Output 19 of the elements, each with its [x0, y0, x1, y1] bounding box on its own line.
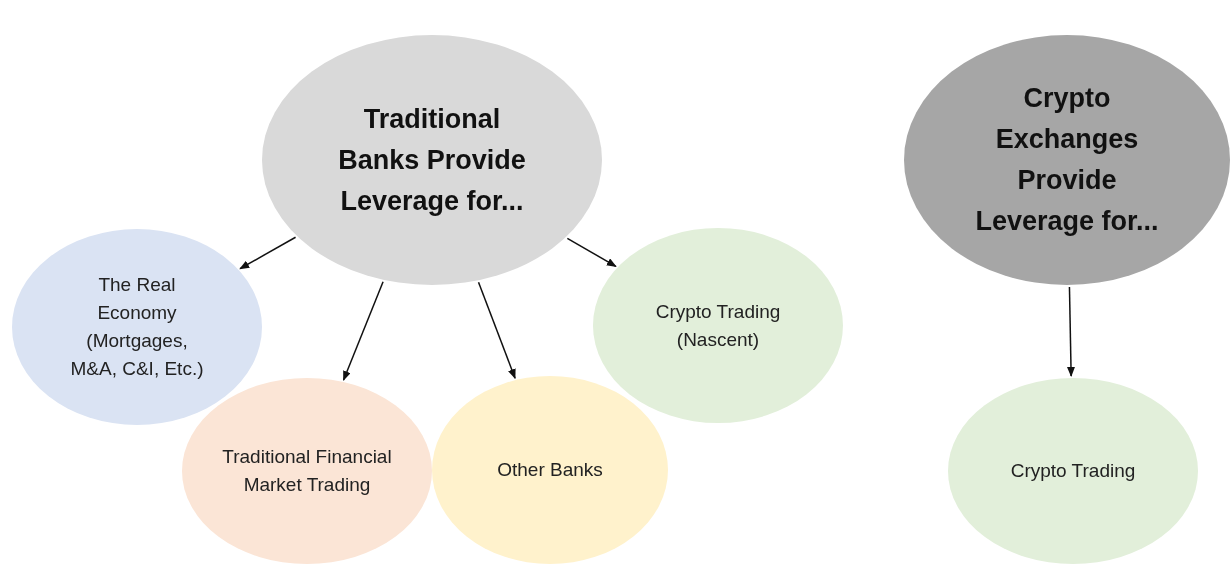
node-label: The Real Economy (Mortgages, M&A, C&I, Etc.)	[69, 273, 205, 381]
topic-ellipse	[432, 376, 668, 564]
heading-text: Traditional Banks Provide Leverage for...	[337, 102, 527, 218]
node-label: Traditional Financial Market Trading	[222, 445, 392, 497]
heading-text: Crypto Exchanges Provide Leverage for...	[974, 82, 1160, 238]
topic-ellipse	[948, 378, 1198, 564]
topic-ellipse	[182, 378, 432, 564]
heading-ellipse	[904, 35, 1230, 285]
node-label: Crypto Trading (Nascent)	[654, 299, 782, 352]
arrow	[477, 281, 516, 380]
arrow	[566, 237, 617, 268]
heading-ellipse	[262, 35, 602, 285]
arrow	[342, 281, 384, 381]
topic-ellipse	[593, 228, 843, 423]
arrow	[239, 236, 297, 270]
arrow	[1067, 286, 1075, 377]
node-label: Other Banks	[497, 458, 603, 482]
node-label: Crypto Trading	[1010, 459, 1136, 483]
topic-ellipse	[12, 229, 262, 425]
